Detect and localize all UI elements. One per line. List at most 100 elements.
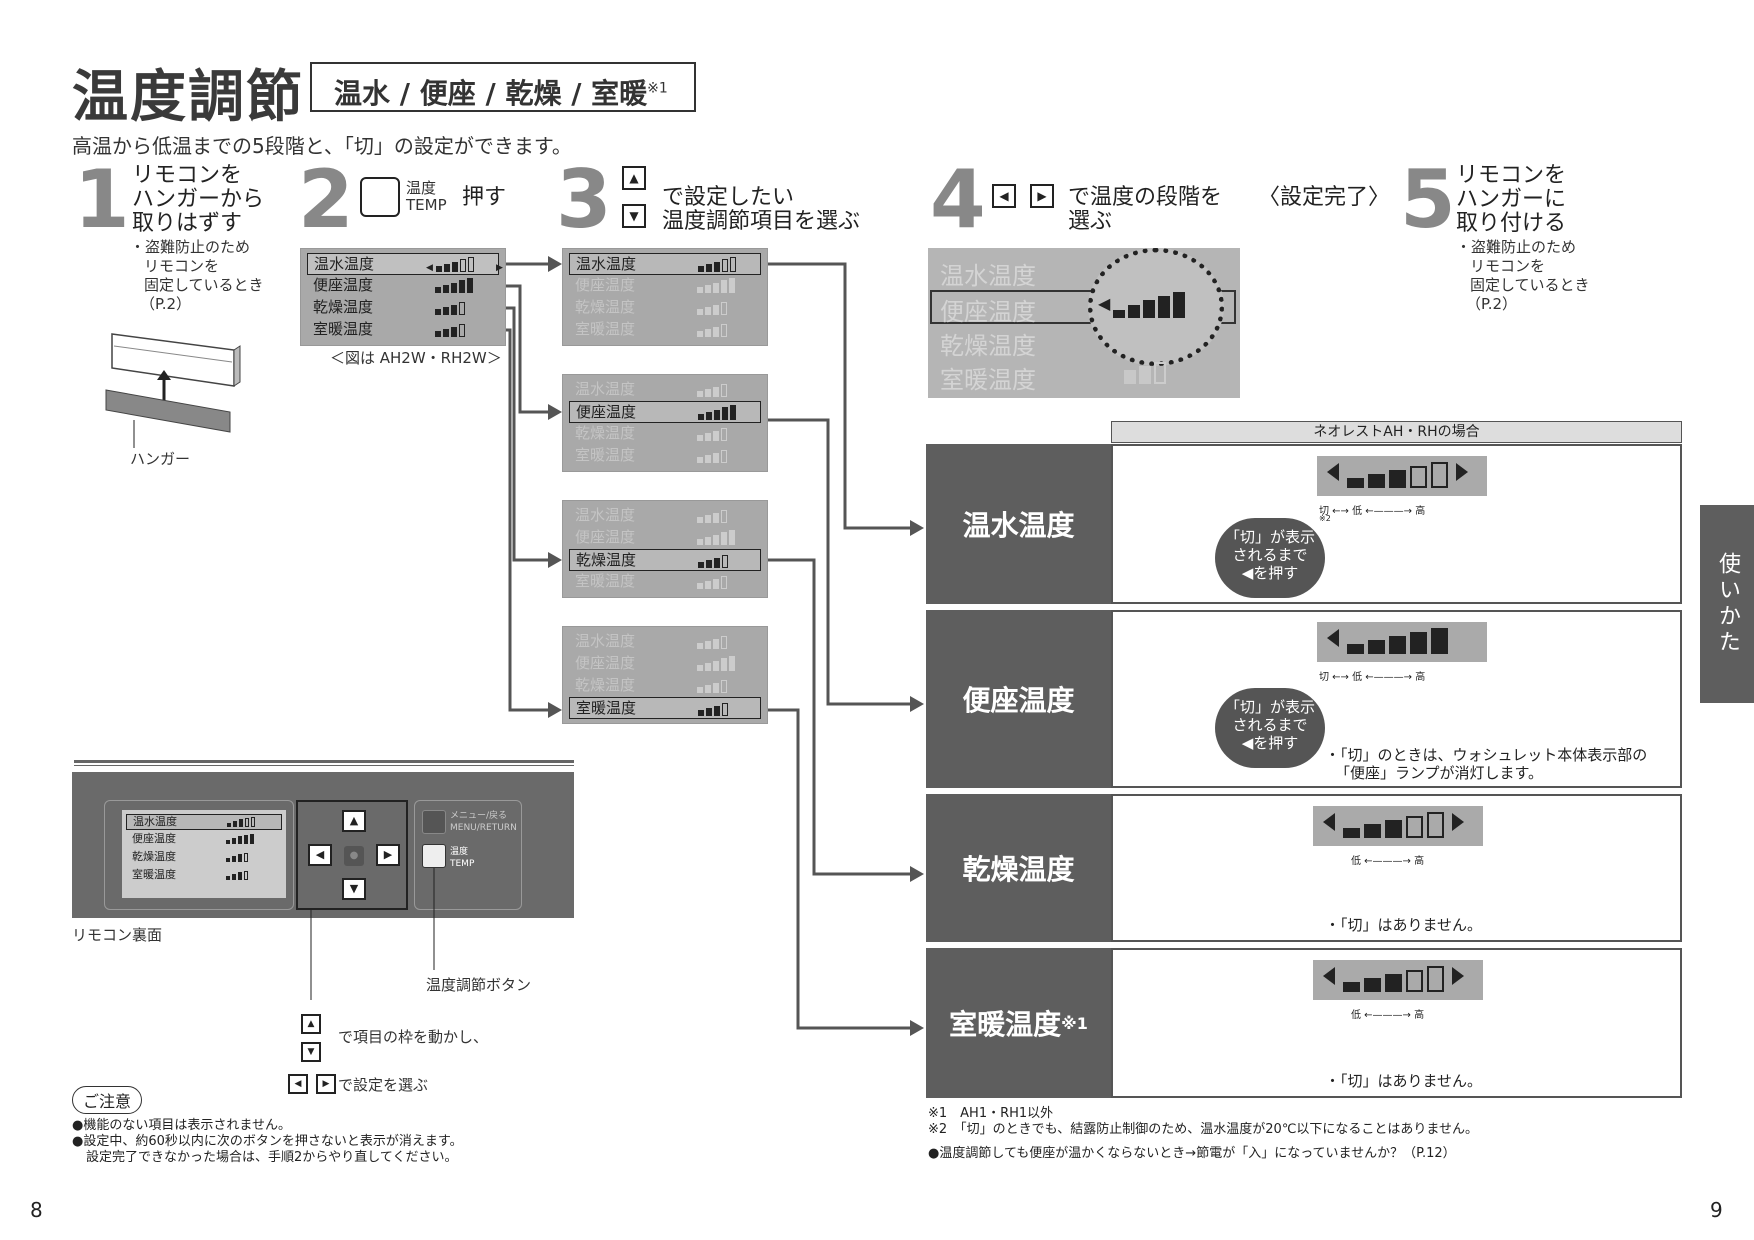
lcd-row-label: 温水温度 (575, 380, 636, 398)
panel-box-room: 低 ←———→ 高 ・「切」はありません。 (1111, 948, 1682, 1098)
arrow-left-icon: ◀ (1098, 293, 1111, 313)
lcd-row-label: 乾燥温度 (575, 676, 636, 694)
remote-dpad: ▲ ◀ ● ▶ ▼ (296, 800, 408, 910)
down-arrow-icon: ▼ (622, 204, 646, 228)
nav-caption-1: で項目の枠を動かし、 (338, 1028, 489, 1046)
bubble-line: 「切」が表示 (1224, 528, 1315, 546)
footnote-1: ※1 AH1・RH1以外 (928, 1106, 1054, 1121)
dpad-right-button[interactable]: ▶ (376, 844, 400, 866)
lcd-row-label: 乾燥温度 (940, 332, 1036, 360)
lcd-row: 室暖温度 (569, 571, 761, 593)
remote-hanger-illustration (105, 333, 241, 448)
lcd-row: 乾燥温度 (569, 423, 761, 445)
lcd-row-label: 乾燥温度 (132, 850, 176, 863)
level-scale: 切 ←→ 低 ←———→ 高 (1319, 672, 1426, 683)
menu-return-button[interactable] (422, 810, 446, 834)
page-number-right: 9 (1710, 1198, 1723, 1222)
panel-label-seat: 便座温度 (926, 610, 1111, 788)
lcd-row: 乾燥温度 (569, 549, 761, 571)
note-line: （P.2） (140, 295, 192, 313)
step-1-line: リモコンを (132, 163, 243, 188)
lcd-row: 便座温度 (569, 401, 761, 423)
lcd-step4-level: ◀ (1098, 288, 1186, 318)
lcd-row: 温水温度 (569, 631, 761, 653)
lcd-selected-row (930, 290, 1236, 324)
step-5-line: リモコンを (1456, 163, 1567, 188)
dpad-up-button[interactable]: ▲ (342, 810, 366, 832)
panels-header: ネオレストAH・RHの場合 (1111, 421, 1682, 443)
dpad-down-button[interactable]: ▼ (342, 878, 366, 900)
lcd-row: 温水温度◀▶ (307, 253, 503, 275)
temp-label-jp: 温度 (450, 847, 469, 857)
note-line: 固定しているとき (144, 276, 264, 294)
step-5-line: 取り付ける (1456, 211, 1567, 236)
panel-box-warm-water: 切 ←→ 低 ←———→ 高 ※2 「切」が表示されるまで◀を押す (1111, 444, 1682, 604)
subtitle-text: 温水 / 便座 / 乾燥 / 室暖 (334, 77, 648, 110)
key-label-en: TEMP (406, 196, 447, 214)
panel-label-text: 温水温度 (962, 509, 1075, 542)
level-scale: 低 ←———→ 高 (1351, 856, 1425, 867)
temp-label-en: TEMP (450, 859, 475, 869)
caution-title: ご注意 (72, 1086, 143, 1114)
step-5-text: リモコンを ハンガーに 取り付ける (1456, 164, 1566, 236)
panel-label-text: 乾燥温度 (962, 853, 1075, 886)
right-arrow-key-icon: ▶ (1030, 184, 1054, 208)
level-display (1317, 622, 1487, 662)
temp-button-caption: 温度調節ボタン (426, 976, 532, 994)
panel-label-text: 室暖温度 (949, 1008, 1062, 1041)
lcd-row: 便座温度 (307, 275, 499, 297)
remote-lcd: 温水温度 便座温度 乾燥温度 室暖温度 (122, 810, 286, 898)
remote-lcd-frame (104, 800, 294, 910)
lcd-row-label: 室暖温度 (575, 320, 636, 338)
intro-text: 高温から低温までの5段階と、「切」の設定ができます。 (72, 134, 572, 158)
panel-note: ・「切」のときは、ウォシュレット本体表示部の「便座」ランプが消灯します。 (1325, 746, 1647, 782)
lcd-row: 便座温度 (126, 832, 282, 848)
step-2-number: 2 (298, 153, 354, 246)
right-arrow-key-icon: ▶ (316, 1074, 336, 1094)
lcd-row: 温水温度 (569, 379, 761, 401)
lcd-row-label: 便座温度 (576, 403, 637, 421)
note-mark: ※2 (1319, 514, 1331, 523)
lcd-row-label: 乾燥温度 (576, 551, 637, 569)
lcd-row-label: 室暖温度 (575, 446, 636, 464)
level-scale: 低 ←———→ 高 (1351, 1010, 1425, 1021)
panel-note: ・「切」はありません。 (1325, 1072, 1483, 1090)
lcd-step3-a: 温水温度 便座温度 乾燥温度 室暖温度 (562, 248, 768, 346)
step-1-line: 取りはずす (132, 211, 243, 236)
lcd-step3-d: 温水温度 便座温度 乾燥温度 室暖温度 (562, 626, 768, 724)
remote-callout-lines (310, 868, 435, 1000)
caution-list: ●機能のない項目は表示されません。 ●設定中、約60秒以内に次のボタンを押さない… (72, 1118, 463, 1166)
left-arrow-key-icon: ◀ (992, 184, 1016, 208)
note-line: 固定しているとき (1470, 276, 1590, 294)
lcd-row: 便座温度 (569, 653, 761, 675)
caution-line: ●設定中、約60秒以内に次のボタンを押さないと表示が消えます。 (72, 1134, 463, 1149)
dpad-center-button[interactable]: ● (344, 846, 364, 866)
temp-button[interactable] (422, 844, 446, 868)
temp-button-label: 温度 TEMP (450, 846, 474, 870)
footnote-3: ●温度調節しても便座が温かくならないとき→節電が「入」になっていませんか？（P.… (928, 1146, 1456, 1161)
note-line: ・盗難防止のため (130, 238, 251, 256)
menu-label-en: MENU/RETURN (450, 823, 517, 833)
lcd-row-label: 室暖温度 (940, 366, 1036, 394)
step-1-note: ・盗難防止のため リモコンを 固定しているとき （P.2） (130, 238, 264, 314)
note-line: （P.2） (1466, 295, 1518, 313)
step-4-done: 〈設定完了〉 (1258, 185, 1391, 210)
lcd-row: 乾燥温度 (569, 297, 761, 319)
lcd-row-label: 便座温度 (575, 654, 636, 672)
temp-key-icon (360, 177, 400, 217)
bubble-line: 「切」が表示 (1224, 698, 1315, 716)
lcd-row-label: 便座温度 (132, 832, 176, 845)
bullet-line: 「便座」ランプが消灯します。 (1335, 764, 1544, 782)
step-3-number: 3 (556, 153, 612, 246)
lcd-row-label: 温水温度 (575, 632, 636, 650)
bubble-line: ◀を押す (1241, 734, 1299, 752)
panel-label-text: 便座温度 (962, 684, 1075, 717)
side-tab[interactable]: 使いかた (1700, 505, 1754, 703)
lcd-row-label: 便座温度 (940, 298, 1036, 326)
lcd-row-label: 便座温度 (313, 276, 374, 294)
lcd-row-label: 室暖温度 (132, 868, 176, 881)
dpad-left-button[interactable]: ◀ (308, 844, 332, 866)
lcd-row: 乾燥温度 (307, 297, 499, 319)
